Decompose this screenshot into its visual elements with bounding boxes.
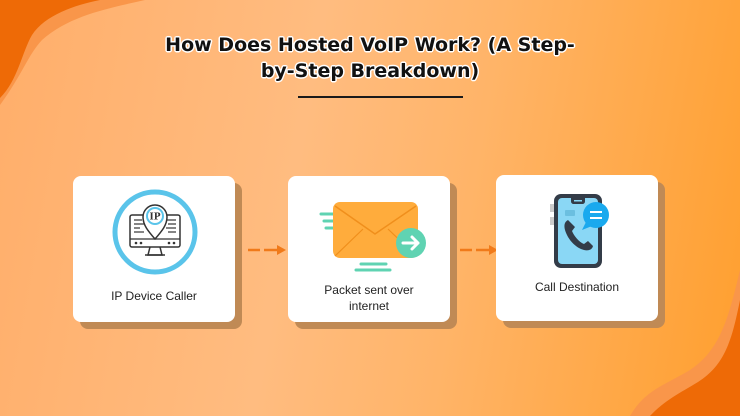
svg-text:IP: IP <box>150 213 161 223</box>
step-card-ip-device-caller: IP IP Device Caller <box>73 176 235 322</box>
step-label-line-2: internet <box>348 299 390 313</box>
step-card-call-destination: Call Destination <box>496 175 658 321</box>
page-title: How Does Hosted VoIP Work? (A Step- by-S… <box>0 32 740 84</box>
dashed-arrow-right-icon <box>460 245 498 255</box>
envelope-send-icon <box>319 202 426 272</box>
phone-chat-icon <box>550 194 609 268</box>
step-label: IP Device Caller <box>111 289 197 303</box>
ip-monitor-icon: IP <box>112 189 198 275</box>
bottom-right-wave-decoration <box>630 270 740 416</box>
dashed-arrow-right-icon <box>248 245 286 255</box>
step-label-line-1: Packet sent over <box>324 283 414 297</box>
title-line-2: by-Step Breakdown) <box>260 60 480 82</box>
title-line-1: How Does Hosted VoIP Work? (A Step- <box>165 34 575 56</box>
top-left-wave-decoration <box>0 0 145 105</box>
title-underline <box>298 96 463 98</box>
step-label: Packet sent over internet <box>288 282 450 314</box>
step-label: Call Destination <box>534 280 620 294</box>
step-card-packet-sent: Packet sent over internet <box>288 176 450 322</box>
